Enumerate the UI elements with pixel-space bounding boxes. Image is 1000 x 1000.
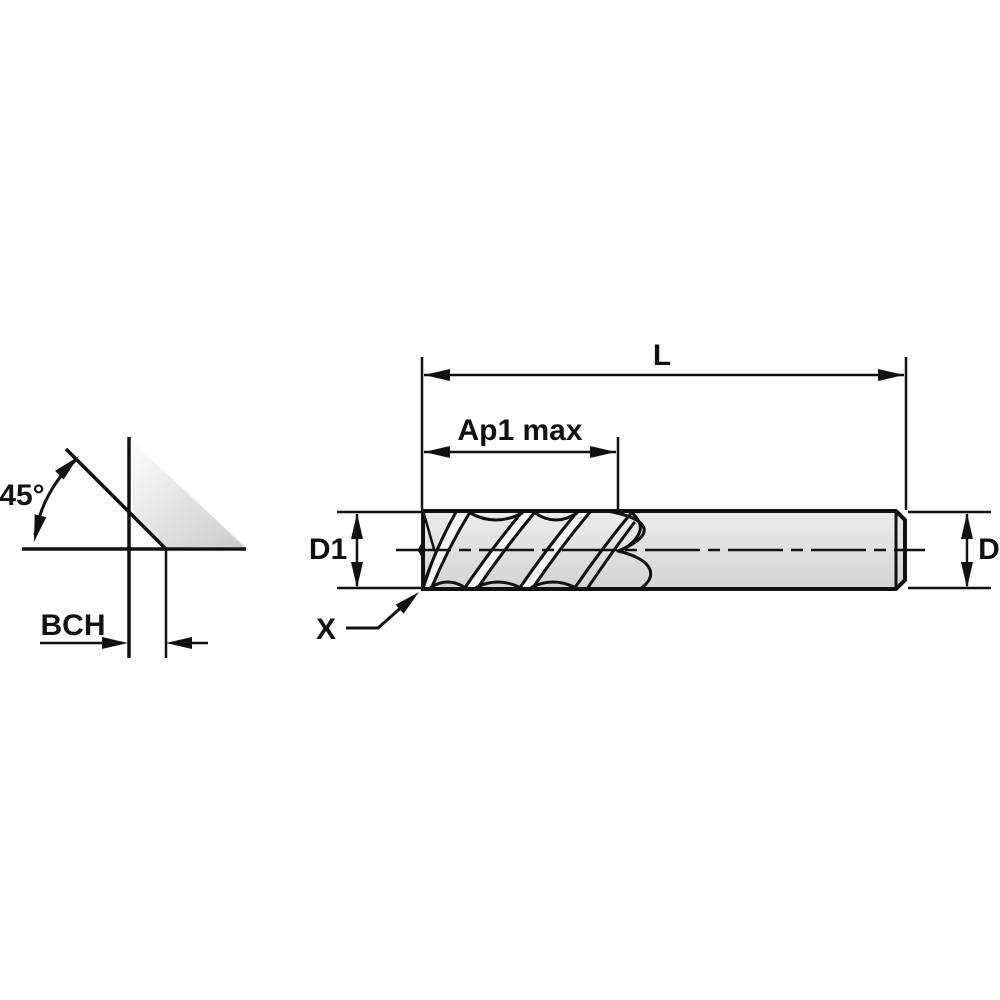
d1-arrowhead-top [351,513,363,539]
angle-arc-arrowhead-top [55,456,79,480]
dimension-Ap1-max: Ap1 max [424,414,620,509]
flute-highlight [519,512,590,589]
end-mill-main-view: L Ap1 max D1 [309,339,1000,646]
angle-label: 45° [0,479,45,512]
tip-edge-line [422,513,436,550]
x-leader-line [346,603,405,630]
flute-runout [622,511,642,551]
bch-arrowhead-left [102,637,128,649]
dimension-D: D [908,510,1000,590]
flute-scallop [530,580,576,589]
dimension-D1: D1 [309,510,421,590]
flute-scallop [468,511,524,522]
flute-scallop [429,580,466,589]
flute-edge [530,510,592,591]
angle-annotation-45deg: 45° [0,456,79,542]
angle-arc-arrowhead-bottom [34,514,47,542]
dimension-L: L [420,339,908,510]
dimension-BCH: BCH [40,609,208,649]
x-leader-arrowhead [395,592,419,614]
flute-scallop [475,580,521,589]
l-arrowhead-left [424,369,450,381]
chamfer-leader-X: X [316,592,419,646]
x-label: X [316,613,336,646]
bch-arrowhead-right [166,637,192,649]
l-arrowhead-right [878,369,904,381]
d1-label: D1 [309,533,347,566]
d1-arrowhead-bottom [351,562,363,588]
flute-scallop [533,511,579,522]
flute-edge [585,521,636,591]
ap1-arrowhead-right [590,446,616,458]
tip-edge-line [422,550,438,587]
d-label: D [978,533,1000,566]
ap1-arrowhead-left [424,446,450,458]
l-label: L [653,339,671,372]
ap1-label: Ap1 max [457,414,582,447]
detail-chamfer-line [64,447,169,552]
flute-runout [616,549,653,591]
chamfer-detail-view: 45° BCH [0,437,246,658]
chamfer-triangle [132,441,245,547]
d-arrowhead-top [961,513,973,539]
bch-label: BCH [41,609,106,642]
d-arrowhead-bottom [961,562,973,588]
